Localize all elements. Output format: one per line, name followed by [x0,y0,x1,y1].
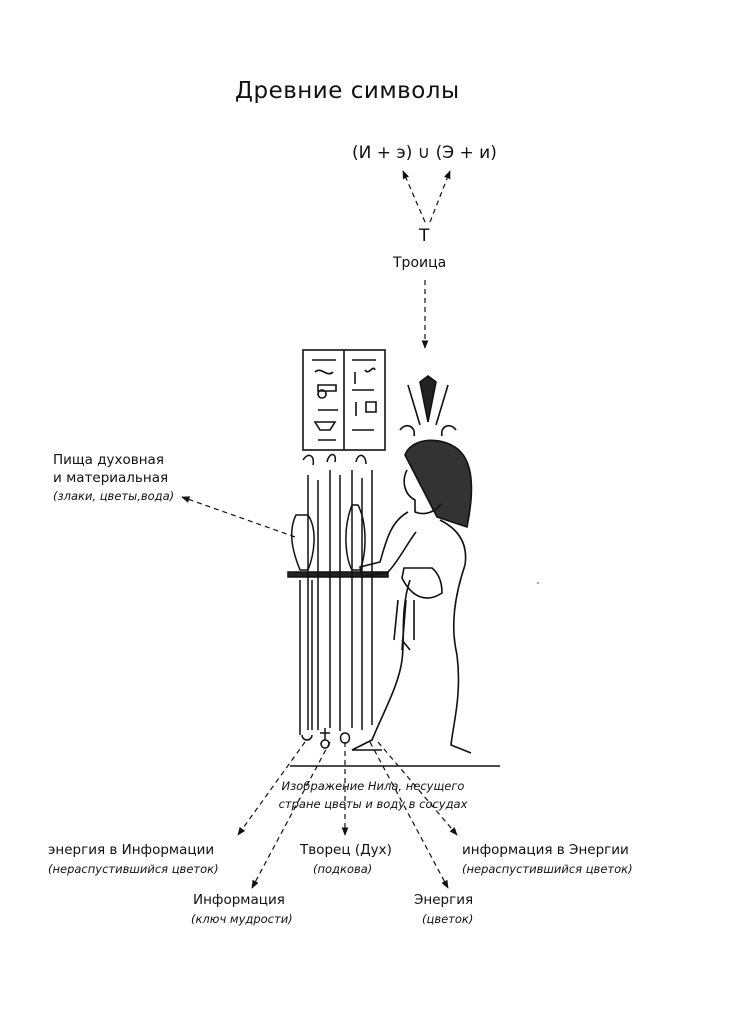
info-in-energy-label: информация в Энергии [462,842,629,858]
caption-line1: Изображение Нила, несущего [281,779,465,793]
energy-in-info-label: энергия в Информации [48,842,215,858]
info-in-energy-note: (нераспустившийся цветок) [462,862,633,876]
energy-in-info-note: (нераспустившийся цветок) [48,862,219,876]
food-detail: (злаки, цветы,вода) [53,489,175,503]
information-note: (ключ мудрости) [191,912,293,926]
arrow-to-food [181,496,296,538]
energy-note: (цветок) [422,912,474,926]
formula: (И + э) ∪ (Э + и) [352,143,497,163]
arrow-to-information [251,741,331,889]
arrow-to-energy [369,741,449,889]
creator-label: Творец (Дух) [300,842,392,858]
creator-note: (подкова) [313,862,373,876]
nile-god-figure [290,375,500,767]
arrow-to-formula-left [402,170,426,223]
food-label-line1: Пища духовная [53,452,164,468]
trinity-label: Троица [393,255,447,271]
energy-label: Энергия [414,892,474,908]
food-label-line2: и материальная [53,470,169,486]
arrow-to-info-in-energy [377,741,458,836]
caption-line2: стране цветы и воду в сосудах [278,797,468,811]
arrow-to-formula-right [429,170,451,223]
trinity-symbol: Т [419,226,430,246]
stray-dot [537,582,539,584]
arrow-to-energy-in-info [237,741,306,836]
offering-table [287,453,389,749]
page-title: Древние символы [235,78,460,104]
hieroglyph-panel [302,349,386,451]
information-label: Информация [193,892,285,908]
